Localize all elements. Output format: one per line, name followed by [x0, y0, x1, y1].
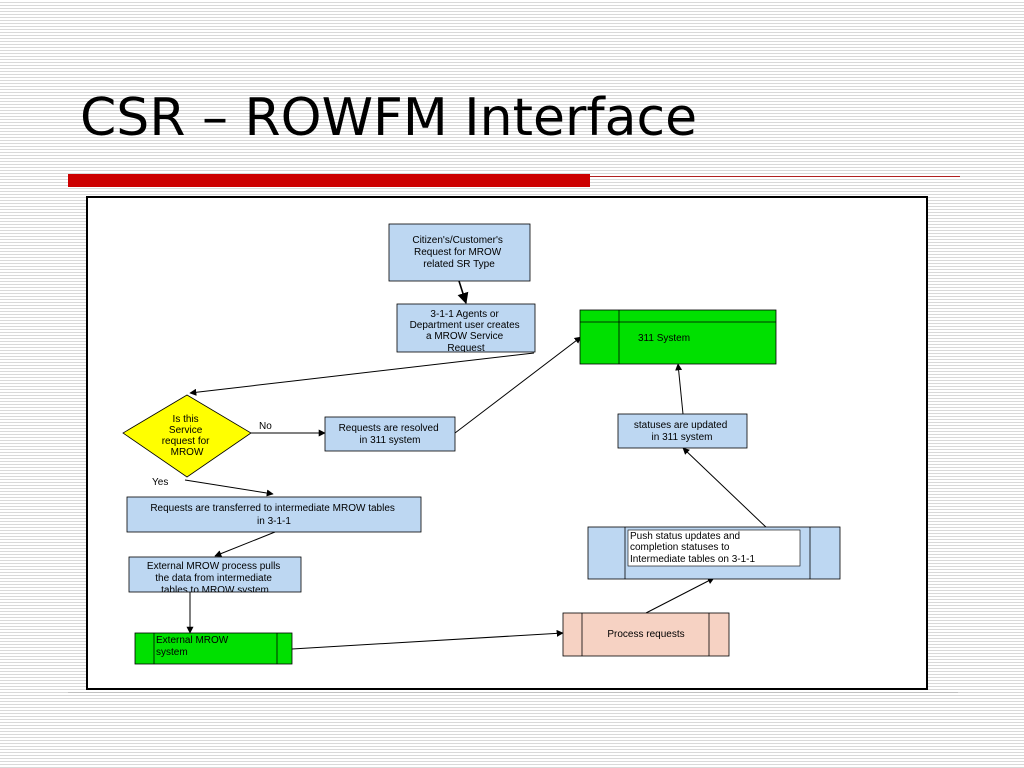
node-decision: Is this Service request for MROW — [122, 394, 252, 478]
customer-request-line-3: related SR Type — [423, 259, 495, 270]
system-311-label: 311 System — [638, 333, 690, 344]
external-pulls-line-3: tables to MROW system — [161, 585, 269, 596]
agent-creates-line-3: a MROW Service — [426, 331, 504, 342]
page-title: CSR – ROWFM Interface — [80, 88, 698, 148]
push-status-line-3: Intermediate tables on 3-1-1 — [630, 554, 756, 565]
agent-creates-line-4: Request — [447, 343, 484, 354]
edge-label-no: No — [259, 421, 272, 432]
resolved-311-line-1: Requests are resolved — [339, 423, 439, 434]
edge-system-to-process — [291, 629, 564, 650]
node-process-requests: Process requests — [562, 612, 730, 657]
agent-creates-line-2: Department user creates — [410, 320, 520, 331]
svg-text:3-1-1 Agents or Depart: 3-1-1 Agents or Department user creates … — [410, 309, 523, 354]
node-push-status: Push status updates and completion statu… — [587, 526, 841, 580]
node-external-system: External MROW system — [134, 632, 293, 665]
edge-resolved-to-311 — [454, 336, 582, 434]
edge-request-to-agent — [457, 280, 469, 305]
edge-transferred-to-pulls — [214, 531, 276, 557]
node-311-system: 311 System — [579, 309, 777, 365]
svg-text:Citizen's/Customer's Req: Citizen's/Customer's Request for MROW re… — [412, 235, 505, 270]
svg-text:Is this Service re: Is this Service request for MROW — [162, 414, 213, 458]
process-requests-label: Process requests — [607, 629, 684, 640]
push-status-line-2: completion statuses to — [630, 542, 730, 553]
transferred-line-1: Requests are transferred to intermediate… — [150, 503, 395, 514]
transferred-line-2: in 3-1-1 — [257, 516, 291, 527]
external-system-line-2: system — [156, 647, 188, 658]
statuses-updated-line-2: in 311 system — [652, 432, 713, 443]
edge-process-to-push — [645, 577, 715, 614]
decision-line-1: Is this — [173, 414, 199, 425]
edge-agent-to-decision — [189, 352, 535, 396]
resolved-311-line-2: in 311 system — [360, 435, 421, 446]
title-accent-bar — [68, 174, 590, 187]
svg-text:Push status updates and: Push status updates and completion statu… — [630, 531, 756, 565]
svg-text:External MROW process pulls: External MROW process pulls the data fro… — [147, 561, 283, 596]
svg-text:Requests are transferred to in: Requests are transferred to intermediate… — [150, 503, 397, 527]
push-status-line-1: Push status updates and — [630, 531, 740, 542]
node-agent-creates: 3-1-1 Agents or Department user creates … — [396, 303, 536, 354]
node-resolved-311: Requests are resolved in 311 system — [324, 416, 456, 452]
agent-creates-line-1: 3-1-1 Agents or — [430, 309, 499, 320]
connectors — [184, 280, 770, 650]
decision-line-4: MROW — [171, 447, 204, 458]
edge-statuses-to-311 — [675, 363, 684, 415]
node-statuses-updated: statuses are updated in 311 system — [617, 413, 748, 449]
node-transferred: Requests are transferred to intermediate… — [126, 496, 422, 533]
svg-text:External MROW system: External MROW system — [156, 635, 231, 658]
edge-decision-yes — [184, 479, 274, 497]
statuses-updated-line-1: statuses are updated — [634, 420, 727, 431]
svg-text:Process requests: Process requests — [607, 629, 684, 640]
svg-text:statuses are updated in: statuses are updated in 311 system — [634, 420, 730, 443]
external-pulls-line-1: External MROW process pulls — [147, 561, 280, 572]
edge-push-to-statuses — [682, 447, 770, 531]
external-system-line-1: External MROW — [156, 635, 229, 646]
node-external-pulls: External MROW process pulls the data fro… — [128, 556, 302, 596]
svg-text:Requests are resolved in: Requests are resolved in 311 system — [339, 423, 442, 446]
external-pulls-line-2: the data from intermediate — [155, 573, 272, 584]
customer-request-line-2: Request for MROW — [414, 247, 502, 258]
decision-line-3: request for — [162, 436, 210, 447]
decision-line-2: Service — [169, 425, 203, 436]
node-customer-request: Citizen's/Customer's Request for MROW re… — [388, 223, 531, 282]
edge-label-yes: Yes — [152, 477, 168, 488]
title-divider-line — [590, 176, 960, 177]
svg-text:311 System: 311 System — [638, 333, 690, 344]
customer-request-line-1: Citizen's/Customer's — [412, 235, 503, 246]
footer-divider-line — [68, 692, 958, 693]
